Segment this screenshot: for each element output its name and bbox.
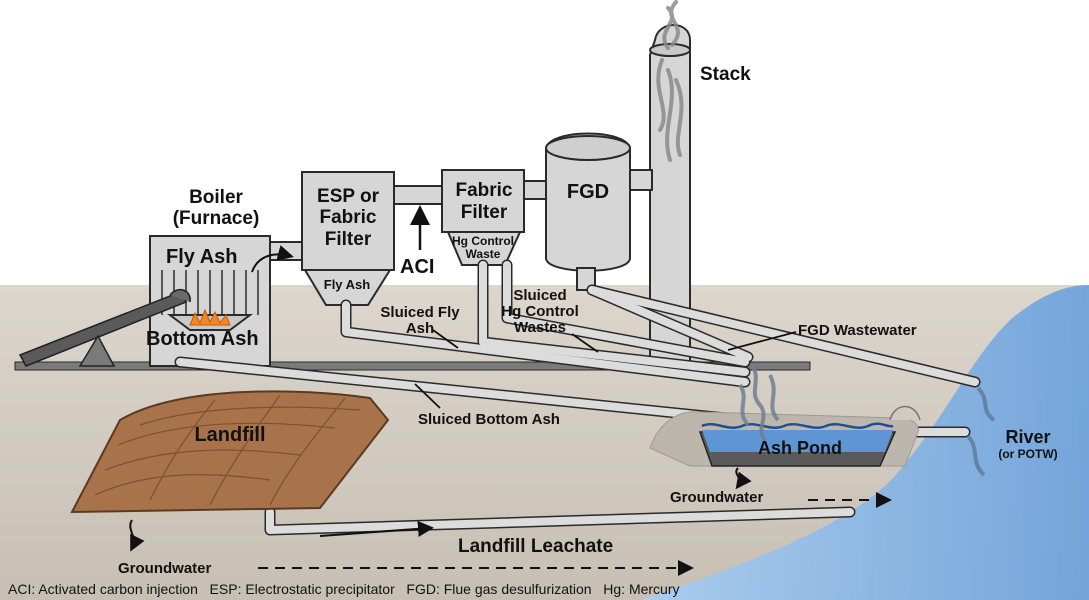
callout-lines (414, 329, 797, 409)
hg-waste-label-line2: Waste (466, 247, 501, 261)
stack-smoke (656, 0, 684, 162)
pond-discharge-plume (738, 363, 780, 442)
conveyor (18, 288, 191, 367)
fly-ash-hopper-label: Fly Ash (324, 277, 371, 292)
sluiced-fly-ash-label-line1: Sluiced Fly (380, 304, 460, 321)
esp-fabric-filter (301, 171, 395, 306)
sluiced-hg-label-line3: Wastes (514, 319, 566, 336)
landfill-label: Landfill (194, 424, 265, 446)
fabric-filter-label-line1: Fabric (455, 180, 512, 201)
boiler-label-line2: (Furnace) (173, 208, 260, 229)
pond-seepage-arrow (735, 467, 752, 490)
landfill-leachate-label: Landfill Leachate (458, 536, 613, 557)
fabric-filter-label-line2: Filter (461, 202, 508, 223)
fgd-vessel (545, 132, 631, 291)
sluiced-hg-label-line2: Hg Control (501, 303, 578, 320)
fgd-wastewater-label: FGD Wastewater (798, 322, 917, 339)
bottom-ash-label: Bottom Ash (146, 328, 259, 350)
river-discharge-plume (966, 386, 996, 477)
ash-pond-label: Ash Pond (758, 438, 842, 458)
stack-label: Stack (700, 64, 751, 85)
esp-label-line2: Fabric (319, 207, 376, 228)
sluiced-bottom-ash-label: Sluiced Bottom Ash (418, 411, 560, 428)
river-label: River (1005, 427, 1050, 447)
boiler-flame-icon (189, 308, 231, 326)
groundwater-pond-label: Groundwater (670, 489, 764, 506)
river-sub-label: (or POTW) (998, 447, 1057, 461)
landfill (70, 390, 390, 514)
footer-legend: ACI: Activated carbon injection ESP: Ele… (8, 581, 680, 597)
surface-ledge (14, 361, 811, 371)
hg-waste-label-line1: Hg Control (452, 234, 514, 248)
fly-ash-arrow (251, 245, 294, 273)
fgd-label: FGD (567, 181, 609, 203)
landfill-seepage-arrow (129, 519, 145, 552)
fabric-filter (441, 169, 525, 266)
esp-label-line1: ESP or (317, 186, 380, 207)
leachate-arrow (319, 520, 434, 537)
groundwater-landfill-label: Groundwater (118, 560, 212, 577)
boiler-label-line1: Boiler (189, 187, 243, 208)
aci-label: ACI (400, 256, 434, 278)
fly-ash-boiler-label: Fly Ash (166, 246, 238, 268)
river (640, 285, 1089, 600)
sluiced-fly-ash-label-line2: Ash (406, 320, 434, 337)
esp-label-line3: Filter (325, 229, 372, 250)
ash-pond (649, 405, 921, 467)
sluiced-hg-label-line1: Sluiced (513, 287, 566, 304)
